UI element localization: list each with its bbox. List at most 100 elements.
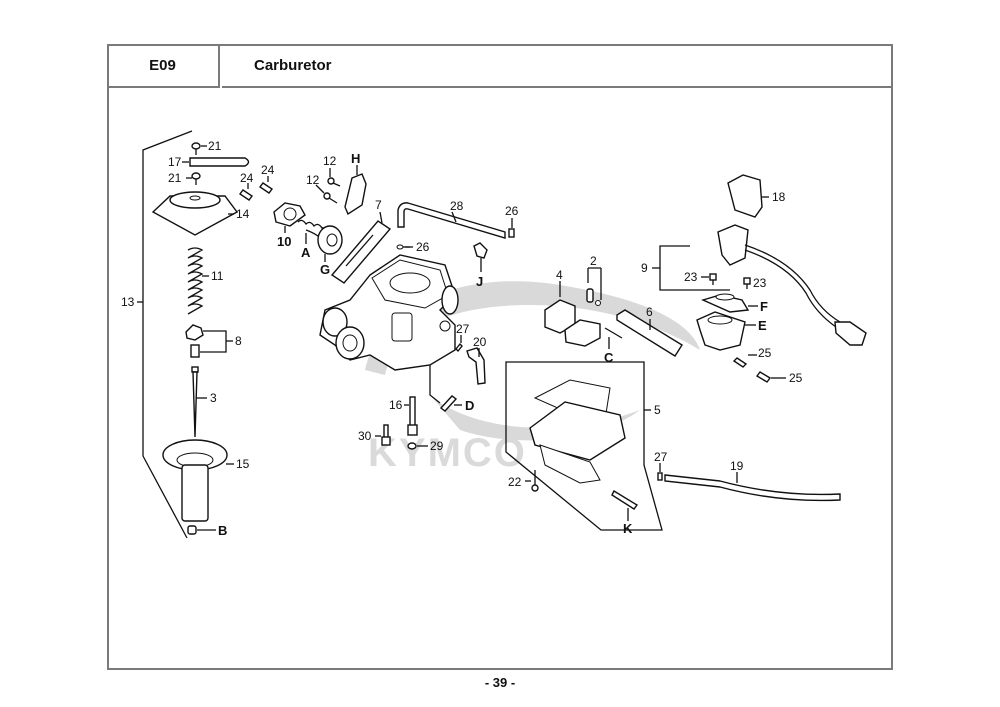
- needle-retainer-8: [185, 324, 233, 358]
- part-d-screw: [439, 395, 462, 412]
- label-g: G: [320, 262, 330, 277]
- label-2: 2: [590, 254, 597, 268]
- label-17: 17: [168, 155, 182, 169]
- spring-11: [187, 247, 209, 315]
- label-28: 28: [450, 199, 464, 213]
- screw-23-left: [701, 273, 717, 285]
- part-b-cap: [187, 525, 216, 535]
- jet-needle-3: [191, 366, 207, 438]
- washer-29: [407, 442, 428, 450]
- diaphragm-piston-15: [162, 439, 234, 522]
- carburetor-body: [319, 254, 459, 371]
- jet-30: [375, 424, 391, 446]
- label-h: H: [351, 151, 360, 166]
- diagram-frame: [107, 44, 893, 670]
- label-27: 27: [456, 322, 470, 336]
- label-11: 11: [211, 269, 224, 283]
- bracket-h: [344, 165, 367, 216]
- label-26: 26: [416, 240, 430, 254]
- label-29: 29: [430, 439, 444, 453]
- label-20: 20: [473, 335, 487, 349]
- label-23: 23: [684, 270, 698, 284]
- label-24: 24: [240, 171, 254, 185]
- label-25: 25: [758, 346, 772, 360]
- screw-25-upper: [732, 354, 757, 368]
- label-d: D: [465, 398, 474, 413]
- part-g-diaphragm: [317, 225, 343, 262]
- label-27: 27: [654, 450, 668, 464]
- float-4: [544, 281, 601, 347]
- label-14: 14: [236, 207, 250, 221]
- tube-20: [466, 347, 486, 385]
- float-bowl: [529, 379, 626, 484]
- screw-24-left: [238, 183, 254, 201]
- label-3: 3: [210, 391, 217, 405]
- label-a: A: [301, 245, 311, 260]
- clip-26-left: [396, 244, 413, 250]
- screw-k: [611, 490, 639, 521]
- bracket-5: [505, 361, 663, 531]
- label-21: 21: [168, 171, 182, 185]
- label-26: 26: [505, 204, 519, 218]
- watermark-text: KYMCO: [368, 431, 527, 475]
- label-21: 21: [208, 139, 222, 153]
- label-e: E: [758, 318, 767, 333]
- section-code: E09: [107, 44, 220, 88]
- label-18: 18: [772, 190, 786, 204]
- clip-26-right: [508, 218, 515, 238]
- cap-18: [727, 174, 769, 218]
- screw-12-upper: [327, 168, 341, 187]
- label-12: 12: [323, 154, 337, 168]
- leader-d-line: [429, 365, 441, 404]
- jet-16: [404, 396, 418, 436]
- jet-kit-6: [616, 309, 683, 357]
- screw-21-top: [191, 142, 207, 155]
- page-number: - 39 -: [484, 675, 516, 690]
- screw-kit-7: [330, 211, 392, 284]
- holder-e: [696, 311, 756, 351]
- label-k: K: [623, 521, 633, 536]
- label-b: B: [218, 523, 227, 538]
- label-25: 25: [789, 371, 803, 385]
- label-7: 7: [375, 198, 382, 212]
- screw-12-lower: [315, 184, 338, 204]
- clip-27-upper: [455, 335, 463, 353]
- label-30: 30: [358, 429, 372, 443]
- label-8: 8: [235, 334, 242, 348]
- label-c: C: [604, 350, 614, 365]
- label-24: 24: [261, 163, 275, 177]
- label-16: 16: [389, 398, 403, 412]
- screw-23-right: [743, 277, 751, 289]
- label-22: 22: [508, 475, 522, 489]
- screw-22: [525, 470, 539, 492]
- label-9: 9: [641, 261, 648, 275]
- cover-14: [151, 191, 239, 236]
- label-5: 5: [654, 403, 661, 417]
- label-13: 13: [121, 295, 135, 309]
- screw-24-right: [258, 176, 274, 194]
- page-title: Carburetor: [222, 44, 893, 88]
- spring-a: [297, 219, 324, 244]
- starter-9: [652, 224, 867, 346]
- label-12: 12: [306, 173, 320, 187]
- screw-21: [186, 172, 201, 185]
- label-23: 23: [753, 276, 767, 290]
- label-j: J: [476, 274, 483, 289]
- part-c-pin: [604, 327, 623, 349]
- label-19: 19: [730, 459, 744, 473]
- label-f: F: [760, 299, 768, 314]
- label-6: 6: [646, 305, 653, 319]
- label-10: 10: [277, 234, 291, 249]
- gasket-f: [700, 293, 758, 313]
- needle-valve-2: [586, 267, 602, 306]
- hose-19: [664, 472, 841, 502]
- label-4: 4: [556, 268, 563, 282]
- clip-j: [473, 242, 488, 272]
- screw-25-lower: [755, 371, 786, 383]
- plate-17: [182, 157, 250, 167]
- bracket-13: [142, 130, 193, 539]
- clip-27-lower: [657, 463, 663, 481]
- cover-10: [273, 202, 306, 233]
- label-15: 15: [236, 457, 250, 471]
